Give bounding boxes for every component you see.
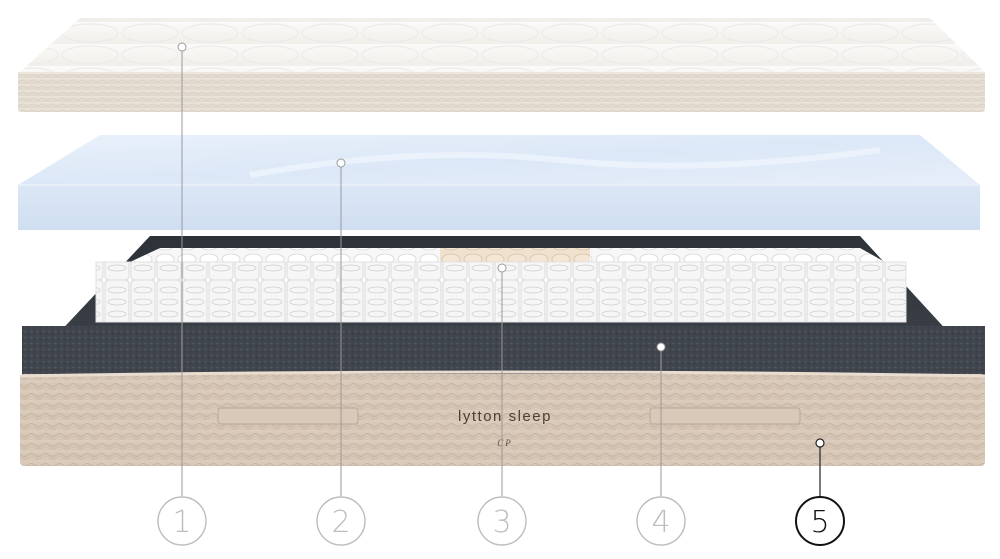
marker-dot-5 — [815, 438, 825, 448]
pocket-springs-layer — [95, 248, 907, 323]
topper-surface — [20, 18, 985, 72]
layer-label-3[interactable]: 3 — [477, 496, 527, 546]
brand-monogram: CP — [497, 438, 513, 448]
memory-foam-layer — [18, 135, 980, 230]
layer-label-5[interactable]: 5 — [795, 496, 845, 546]
layer-label-1[interactable]: 1 — [157, 496, 207, 546]
layer-label-number-1: 1 — [172, 505, 191, 540]
layer-label-number-4: 4 — [651, 505, 670, 540]
marker-dot-4 — [656, 342, 666, 352]
layer-label-number-3: 3 — [492, 505, 511, 540]
layer-label-circle-1[interactable] — [157, 496, 207, 546]
memory-foam-side — [18, 185, 980, 230]
marker-dot-1 — [177, 42, 187, 52]
brand-name: lytton sleep — [458, 408, 552, 425]
marker-dot-2 — [336, 158, 346, 168]
topper-side — [18, 72, 985, 112]
layer-label-number-5: 5 — [810, 505, 829, 540]
layer-markers — [177, 42, 825, 496]
base-foam-side — [22, 326, 985, 376]
layer-label-circle-2[interactable] — [316, 496, 366, 546]
layer-label-circle-3[interactable] — [477, 496, 527, 546]
layer-label-circle-4[interactable] — [636, 496, 686, 546]
right-handle — [649, 407, 801, 425]
left-handle — [217, 407, 359, 425]
layer-label-4[interactable]: 4 — [636, 496, 686, 546]
layer-label-circle-5[interactable] — [795, 496, 845, 546]
layer-labels: 1 2 3 4 5 — [157, 496, 845, 546]
topper-layer — [18, 18, 985, 112]
layer-label-number-2: 2 — [331, 505, 350, 540]
memory-foam-surface — [18, 135, 980, 185]
marker-dot-3 — [497, 263, 507, 273]
layer-label-2[interactable]: 2 — [316, 496, 366, 546]
